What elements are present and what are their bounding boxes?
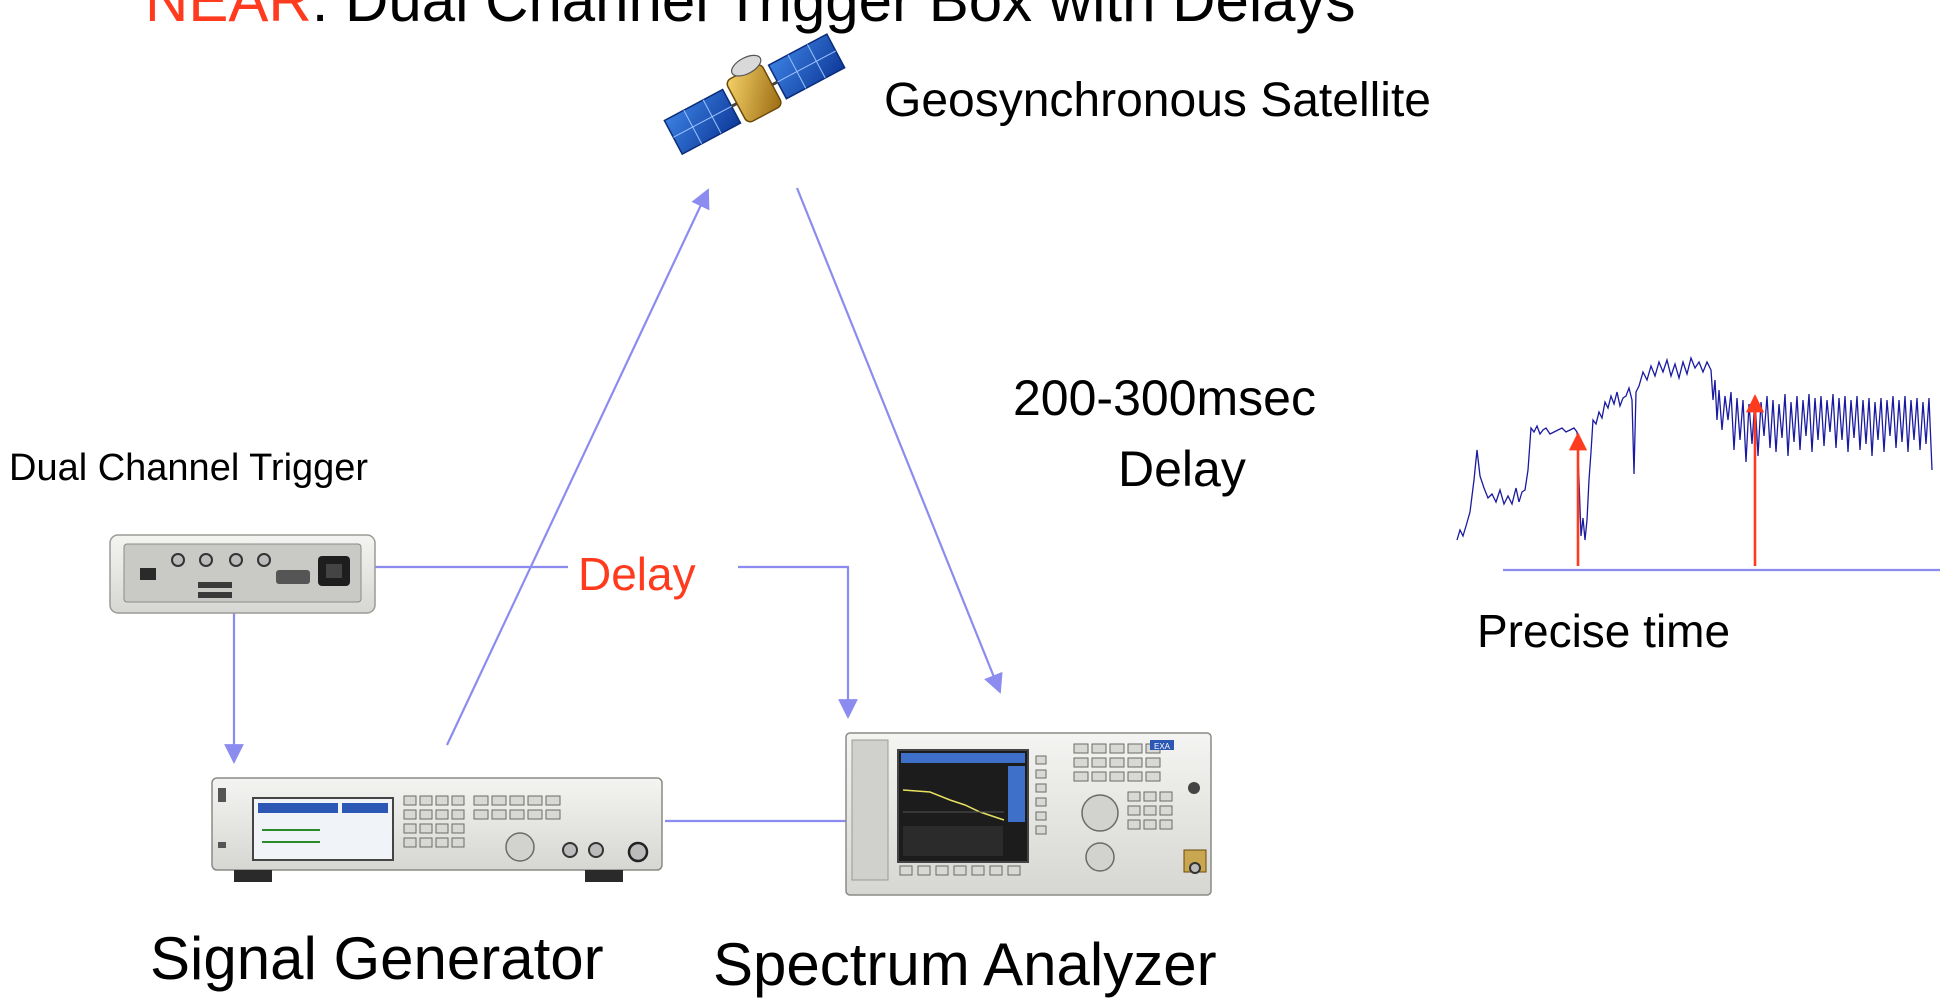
title-highlight: NEAR <box>145 0 312 34</box>
downlink-arrow <box>795 187 1003 694</box>
satellite-label: Geosynchronous Satellite <box>884 74 1431 127</box>
page-title: NEAR: Dual Channel Trigger Box with Dela… <box>145 0 1356 35</box>
waveform-trace <box>1456 355 1933 541</box>
connectors <box>224 187 1003 823</box>
spectrum-analyzer-label: Spectrum Analyzer <box>713 931 1217 998</box>
trigger-label: Dual Channel Trigger <box>9 447 369 489</box>
analyzer-badge: EXA <box>1154 742 1171 751</box>
waveform-panel <box>1456 355 1940 572</box>
spectrum-analyzer-icon: EXA <box>845 732 1212 896</box>
uplink-arrow <box>446 188 710 746</box>
delay-label: Delay <box>578 548 696 600</box>
delay-time-line2: Delay <box>1118 441 1246 497</box>
trigger-box-icon <box>109 534 376 614</box>
satellite-icon <box>663 33 846 156</box>
precise-time-label: Precise time <box>1477 605 1731 657</box>
delay-time-line1: 200-300msec <box>1013 370 1316 426</box>
title-rest: : Dual Channel Trigger Box with Delays <box>311 0 1356 34</box>
signal-generator-icon <box>211 777 663 882</box>
delay-to-analyzer-arrow <box>738 565 858 719</box>
signal-generator-label: Signal Generator <box>150 925 604 992</box>
